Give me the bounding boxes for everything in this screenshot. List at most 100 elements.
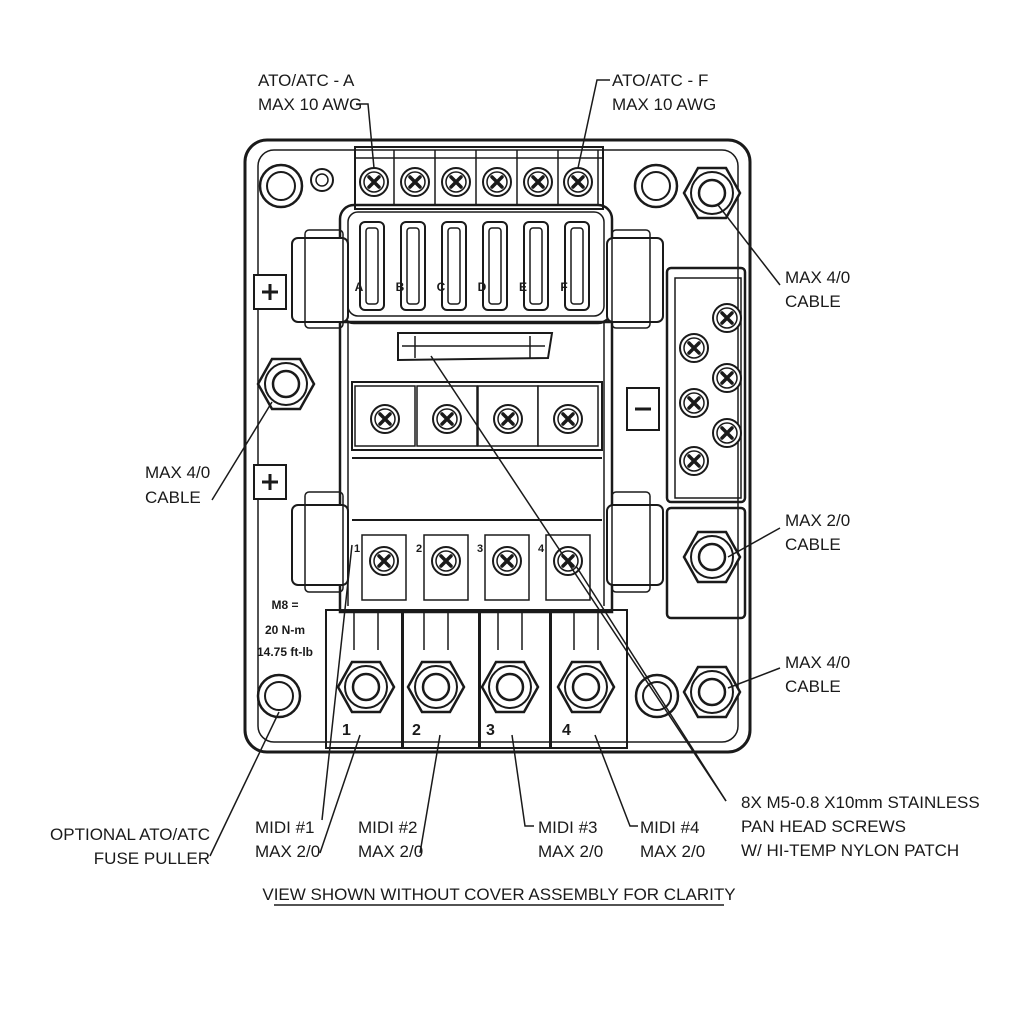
svg-text:MAX 4/0: MAX 4/0 (145, 463, 210, 482)
svg-text:CABLE: CABLE (785, 535, 841, 554)
midi-stud-icon (480, 660, 540, 714)
stud-mid-right (682, 530, 742, 584)
svg-text:MAX 2/0: MAX 2/0 (785, 511, 850, 530)
fuse-puller-hole (256, 673, 302, 719)
terminal-screw-icon (440, 166, 472, 198)
svg-text:OPTIONAL ATO/ATC: OPTIONAL ATO/ATC (50, 825, 210, 844)
fuse-terminal-strip (354, 146, 604, 210)
midi-slot-number: 1 (354, 543, 360, 555)
fuse-slot: D (478, 221, 508, 311)
busbar-screw-icon (369, 403, 401, 435)
fuse-letter: F (560, 280, 567, 294)
fuse-letter: D (478, 280, 487, 294)
svg-text:MIDI #1: MIDI #1 (255, 818, 315, 837)
fuse-slot: F (560, 221, 590, 311)
plus-icon (253, 274, 287, 310)
minus-icon (626, 387, 660, 431)
stud-left (256, 357, 316, 411)
stud-top-right (682, 166, 742, 220)
svg-text:MAX 2/0: MAX 2/0 (358, 842, 423, 861)
midi-stud-icon (556, 660, 616, 714)
svg-text:MAX 2/0: MAX 2/0 (255, 842, 320, 861)
callout-cable-left: MAX 4/0 CABLE (145, 463, 210, 507)
callout-midi-4: MIDI #4 MAX 2/0 (640, 818, 705, 861)
callout-midi-3: MIDI #3 MAX 2/0 (538, 818, 603, 861)
svg-text:MAX 10 AWG: MAX 10 AWG (612, 95, 716, 114)
fuse-slot: B (396, 221, 426, 311)
svg-text:CABLE: CABLE (785, 677, 841, 696)
polarity-marks (253, 274, 660, 500)
top-terminal-screws (358, 150, 599, 205)
stud-bottom-right (682, 665, 742, 719)
mounting-hole (310, 168, 334, 192)
midi-screw-icon (552, 545, 584, 577)
torque-spec: M8 = 20 N-m 14.75 ft-lb (257, 598, 313, 659)
callout-cable-mid-right: MAX 2/0 CABLE (785, 511, 850, 554)
svg-text:CABLE: CABLE (145, 488, 201, 507)
svg-text:8X M5-0.8 X10mm STAINLESS: 8X M5-0.8 X10mm STAINLESS (741, 793, 980, 812)
fuse-letter: A (355, 280, 364, 294)
torque-line-1: M8 = (271, 598, 298, 612)
svg-text:MAX 4/0: MAX 4/0 (785, 653, 850, 672)
svg-text:MAX 2/0: MAX 2/0 (538, 842, 603, 861)
svg-text:FUSE PULLER: FUSE PULLER (94, 849, 210, 868)
terminal-screw-icon (522, 166, 554, 198)
negative-busbar-screws (678, 302, 743, 477)
fuse-slot: A (355, 221, 385, 311)
midi-number: 1 (342, 722, 351, 739)
callout-fuse-a: ATO/ATC - A MAX 10 AWG (258, 71, 362, 114)
fuse-slot: C (437, 221, 467, 311)
midi-number: 4 (562, 722, 571, 739)
svg-text:ATO/ATC - F: ATO/ATC - F (612, 71, 708, 90)
callout-cable-bottom-right: MAX 4/0 CABLE (785, 653, 850, 696)
svg-text:MAX 4/0: MAX 4/0 (785, 268, 850, 287)
negative-busbar-screw-icon (711, 362, 743, 394)
leader-lines (209, 79, 781, 857)
busbar-screws (354, 385, 599, 447)
svg-text:MIDI #4: MIDI #4 (640, 818, 700, 837)
negative-busbar-screw-icon (678, 332, 710, 364)
busbar-screw-icon (492, 403, 524, 435)
svg-text:W/ HI-TEMP NYLON PATCH: W/ HI-TEMP NYLON PATCH (741, 841, 959, 860)
plus-icon (253, 464, 287, 500)
terminal-screw-icon (358, 166, 390, 198)
busbar-screw-icon (552, 403, 584, 435)
svg-text:CABLE: CABLE (785, 292, 841, 311)
callout-midi-2: MIDI #2 MAX 2/0 (358, 818, 423, 861)
torque-line-3: 14.75 ft-lb (257, 645, 313, 659)
negative-busbar-screw-icon (711, 417, 743, 449)
midi-screw-icon (491, 545, 523, 577)
torque-line-2: 20 N-m (265, 623, 305, 637)
midi-slot-number: 4 (538, 543, 545, 555)
svg-text:ATO/ATC - A: ATO/ATC - A (258, 71, 355, 90)
fuse-puller-tool (397, 332, 554, 362)
caption: VIEW SHOWN WITHOUT COVER ASSEMBLY FOR CL… (262, 885, 735, 904)
mounting-hole (633, 163, 679, 209)
midi-screw-icon (368, 545, 400, 577)
studs (256, 163, 742, 719)
midi-stud-icon (336, 660, 396, 714)
midi-number: 3 (486, 722, 495, 739)
terminal-screw-icon (481, 166, 513, 198)
svg-text:PAN HEAD SCREWS: PAN HEAD SCREWS (741, 817, 906, 836)
svg-text:MAX 2/0: MAX 2/0 (640, 842, 705, 861)
midi-posts (325, 609, 628, 749)
midi-slot-number: 3 (477, 543, 483, 555)
mounting-hole (258, 163, 304, 209)
right-busbar (665, 266, 747, 620)
midi-screw-icon (430, 545, 462, 577)
callout-midi-1: MIDI #1 MAX 2/0 (255, 818, 320, 861)
svg-text:MAX 10 AWG: MAX 10 AWG (258, 95, 362, 114)
callout-fuse-f: ATO/ATC - F MAX 10 AWG (612, 71, 716, 114)
fuse-letter: C (437, 280, 446, 294)
callout-cable-top-right: MAX 4/0 CABLE (785, 268, 850, 311)
fuse-letter: B (396, 280, 405, 294)
negative-busbar-screw-icon (711, 302, 743, 334)
negative-busbar-screw-icon (678, 445, 710, 477)
negative-busbar-screw-icon (678, 387, 710, 419)
terminal-screw-icon (399, 166, 431, 198)
